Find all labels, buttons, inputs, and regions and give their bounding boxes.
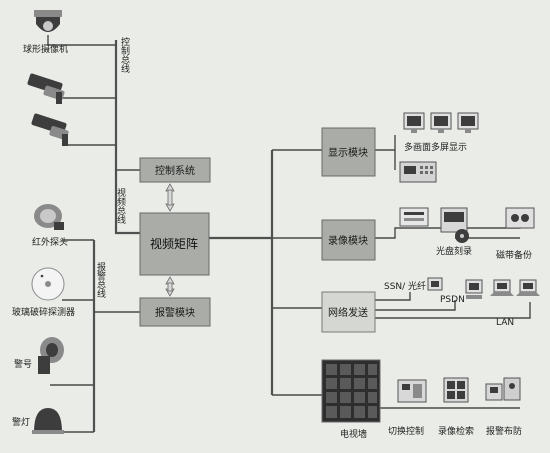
alarm-light-icon (32, 408, 64, 434)
switch-control-icon (397, 379, 427, 403)
monitor-icon (457, 112, 479, 133)
recording-module-box: 录像模块 (321, 219, 376, 261)
control-system-box: 控制系统 (139, 157, 211, 183)
video-search-icon (443, 377, 469, 403)
ssn-fiber-label: SSN/ 光纤 (384, 280, 426, 292)
tape-drive-icon (505, 207, 535, 229)
alarm-arming-icon (485, 377, 521, 401)
alarm-arming-label: 报警布防 (486, 425, 522, 437)
laptop-icon (490, 279, 514, 296)
svg-text:控制总线: 控制总线 (119, 36, 130, 73)
network-module-box: 网络发送 (321, 291, 376, 333)
video-wall-icon (321, 359, 381, 423)
video-bus-label: 视频总线 (115, 187, 126, 224)
alarm-module-box: 报警模块 (139, 297, 211, 327)
svg-text:控制系统: 控制系统 (155, 164, 195, 177)
bullet-camera-icon (27, 73, 65, 104)
laptop-icon (516, 279, 540, 296)
psdn-label: PSDN (440, 295, 465, 305)
arrow-control-matrix-icon (165, 183, 175, 212)
svg-text:录像模块: 录像模块 (328, 235, 368, 247)
dome-camera-label: 球形摄像机 (23, 43, 68, 55)
right-trunk-wiring (209, 135, 531, 409)
video-wall-label: 电视墙 (340, 428, 367, 440)
disc-burner-icon (440, 207, 469, 243)
arrow-matrix-alarm-icon (165, 276, 175, 297)
recorder-icon (399, 207, 429, 227)
infrared-probe-label: 红外探头 (32, 236, 68, 248)
switch-control-label: 切换控制 (388, 425, 424, 437)
video-search-label: 录像检索 (438, 425, 474, 437)
siren-label: 警号 (14, 358, 32, 370)
computer-icon (465, 279, 483, 299)
svg-text:显示模块: 显示模块 (328, 147, 368, 159)
alarm-bus-label: 报警总线 (95, 261, 106, 298)
svg-text:视频总线: 视频总线 (115, 187, 126, 224)
tape-backup-label: 磁带备份 (496, 249, 532, 261)
glass-break-detector-icon (31, 267, 65, 301)
disc-burning-label: 光盘刻录 (436, 245, 472, 257)
multi-screen-display-label: 多画面多屏显示 (404, 141, 467, 153)
display-module-box: 显示模块 (321, 127, 376, 177)
monitor-icon (403, 112, 425, 133)
infrared-probe-icon (34, 204, 64, 230)
video-matrix-box: 视频矩阵 (139, 212, 210, 276)
keyboard-controller-icon (399, 161, 437, 183)
control-bus-label: 控制总线 (119, 36, 130, 73)
siren-icon (38, 337, 64, 374)
left-bus-wiring (47, 35, 140, 433)
monitor-icon (430, 112, 452, 133)
svg-text:报警模块: 报警模块 (155, 306, 195, 319)
bullet-camera-icon (31, 113, 69, 146)
svg-text:网络发送: 网络发送 (328, 306, 368, 319)
network-device-icon (427, 277, 443, 291)
glass-break-detector-label: 玻璃破碎探测器 (12, 306, 75, 318)
dome-camera-icon (34, 10, 62, 32)
svg-text:报警总线: 报警总线 (95, 261, 106, 298)
alarm-light-label: 警灯 (12, 416, 30, 428)
svg-text:视频矩阵: 视频矩阵 (150, 236, 198, 251)
lan-label: LAN (496, 318, 514, 328)
